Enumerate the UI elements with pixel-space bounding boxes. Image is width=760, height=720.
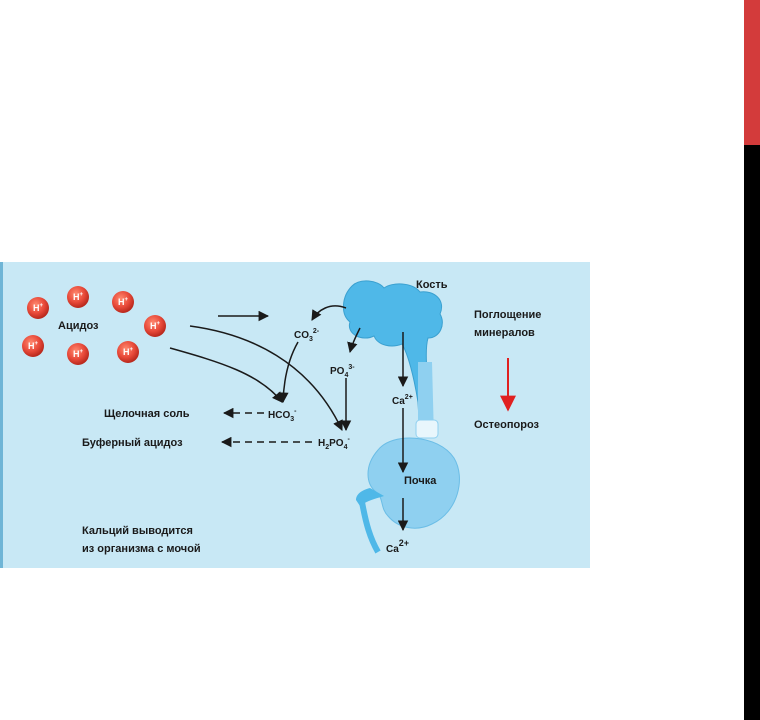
slide-side-bar xyxy=(744,145,760,720)
kidney-illustration xyxy=(356,437,460,554)
alkaline-salt-label: Щелочная соль xyxy=(104,408,190,420)
bone-label: Кость xyxy=(416,279,448,291)
hydrogen-ion-label: H+ xyxy=(33,303,44,313)
absorption-label-line1: Поглощение xyxy=(474,309,541,321)
hydrogen-ion-label: H+ xyxy=(118,297,129,307)
hydrogen-ion-circle xyxy=(27,297,49,319)
hydrogen-ion-label: H+ xyxy=(123,347,134,357)
hydrogen-ion-circle xyxy=(67,343,89,365)
hydrogen-ion-circle xyxy=(144,315,166,337)
hydrogen-ion-label: H+ xyxy=(73,292,84,302)
arrow-co3-to-hco3 xyxy=(278,341,299,404)
ca-out-label: Ca2+ xyxy=(386,538,409,555)
diagram-left-border xyxy=(0,262,3,568)
po4-label: PO43- xyxy=(330,364,355,379)
arrow-bone-to-co3 xyxy=(311,305,347,321)
osteoporosis-label: Остеопороз xyxy=(474,419,540,431)
hydrogen-ion: H+ xyxy=(27,297,49,319)
bone-illustration xyxy=(343,280,443,439)
hydrogen-ion-label: H+ xyxy=(28,341,39,351)
hydrogen-ion: H+ xyxy=(117,341,139,363)
slide-accent-bar xyxy=(744,0,760,145)
acidosis-calcium-diagram: H+H+H+H+H+H+H+ Ацидоз CO32- PO4 xyxy=(0,262,590,568)
hydrogen-ion-circle xyxy=(117,341,139,363)
acidosis-label: Ацидоз xyxy=(58,320,99,332)
hydrogen-ions: H+ H+ H+ H+ H+ H+ H+ xyxy=(22,286,166,365)
kidney-label: Почка xyxy=(404,475,437,487)
arrow-acid-to-hco3 xyxy=(169,347,283,403)
hydrogen-ion: H+ xyxy=(144,315,166,337)
hydrogen-ion-label: H+ xyxy=(150,321,161,331)
hydrogen-ion: H+ xyxy=(67,343,89,365)
hydrogen-ion-circle xyxy=(112,291,134,313)
ca-bone-label: Ca2+ xyxy=(392,394,413,407)
co3-label: CO32- xyxy=(294,328,320,343)
diagram-svg: H+H+H+H+H+H+H+ Ацидоз CO32- PO4 xyxy=(22,279,541,555)
arrow-bone-to-po4 xyxy=(347,327,361,354)
calcium-note-line2: из организма с мочой xyxy=(82,543,201,555)
hydrogen-ion-circle xyxy=(67,286,89,308)
hydrogen-ion: H+ xyxy=(112,291,134,313)
hydrogen-ion: H+ xyxy=(67,286,89,308)
hydrogen-ion-circle xyxy=(22,335,44,357)
calcium-note-line1: Кальций выводится xyxy=(82,525,193,537)
hco3-label: HCO3- xyxy=(268,408,297,423)
hydrogen-ion: H+ xyxy=(22,335,44,357)
absorption-label-line2: минералов xyxy=(474,327,535,339)
h2po4-label: H2PO4- xyxy=(318,436,351,451)
hydrogen-ion-label: H+ xyxy=(73,349,84,359)
arrow-acid-to-h2po4 xyxy=(189,325,343,431)
buffer-acidosis-label: Буферный ацидоз xyxy=(82,437,183,449)
